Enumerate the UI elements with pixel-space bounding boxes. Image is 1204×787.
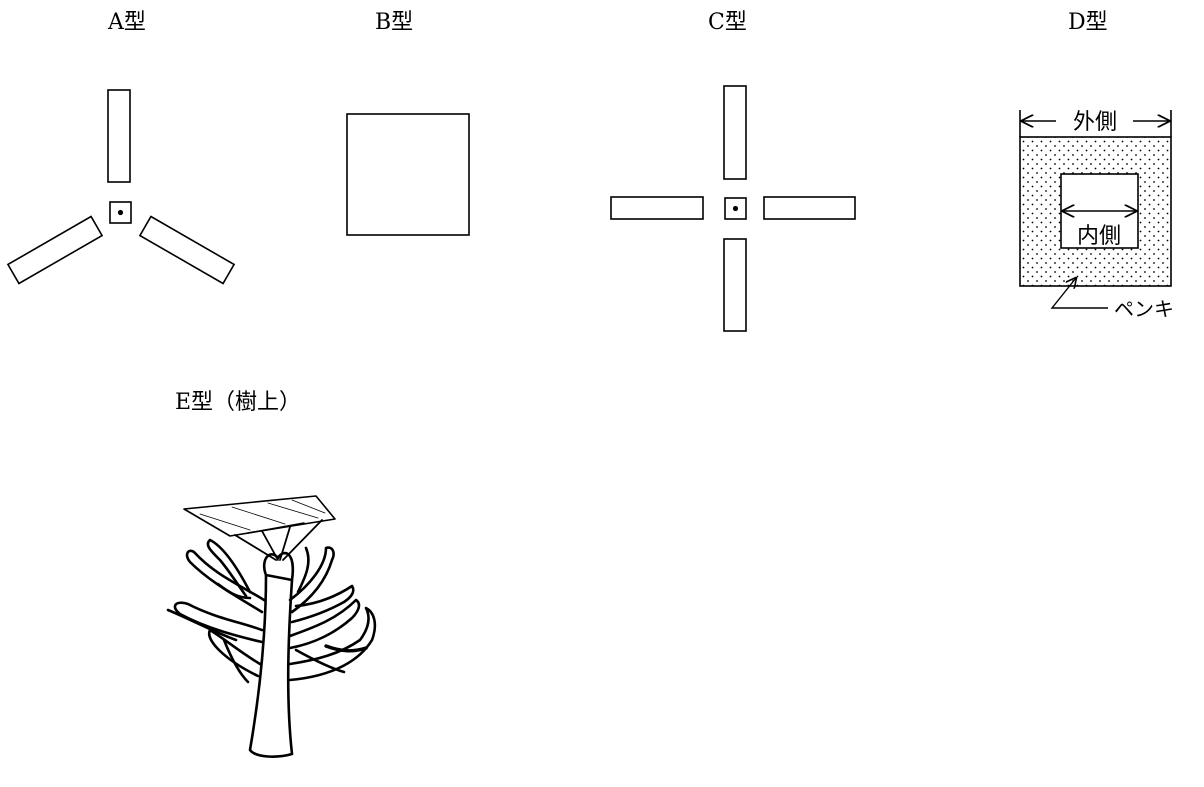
type-c-vane-bottom	[723, 238, 747, 332]
type-c-center-dot	[732, 205, 739, 212]
type-b-label: B型	[375, 10, 414, 35]
type-a-vane-top	[107, 89, 131, 183]
tree-branch-left-3	[207, 628, 262, 678]
tree-branch-right-1	[288, 546, 335, 614]
inner-label: 内側	[1077, 224, 1121, 249]
type-a-center-dot	[117, 209, 124, 216]
type-c-vane-right	[763, 196, 856, 220]
type-c-label: C型	[708, 10, 747, 35]
tree-branch-left-2	[173, 601, 264, 644]
type-c-vane-left	[610, 196, 704, 220]
type-c-vane-top	[723, 85, 747, 180]
type-e-label: E型（樹上）	[175, 390, 302, 415]
paint-label: ペンキ	[1114, 297, 1174, 321]
type-b-figure	[346, 113, 470, 236]
type-a-center-box	[109, 201, 132, 224]
outer-label: 外側	[1073, 110, 1117, 135]
type-a-vane-right	[138, 215, 236, 285]
type-b-square	[346, 113, 470, 236]
tree-trap-roof	[183, 495, 336, 561]
type-e-figure	[166, 495, 377, 758]
type-a-label: A型	[108, 10, 146, 35]
paint-leader-line	[1050, 278, 1108, 309]
type-d-figure: 外側 内側 ペンキ	[1019, 110, 1174, 321]
tree-trunk	[248, 573, 294, 758]
type-a-vane-left	[6, 215, 104, 285]
type-c-center-box	[724, 197, 747, 220]
tree-branch-left-1	[185, 549, 266, 614]
type-c-figure	[610, 85, 856, 332]
type-a-figure	[6, 89, 236, 285]
type-d-label: D型	[1068, 10, 1108, 35]
tree-branch-right-2	[288, 598, 361, 650]
